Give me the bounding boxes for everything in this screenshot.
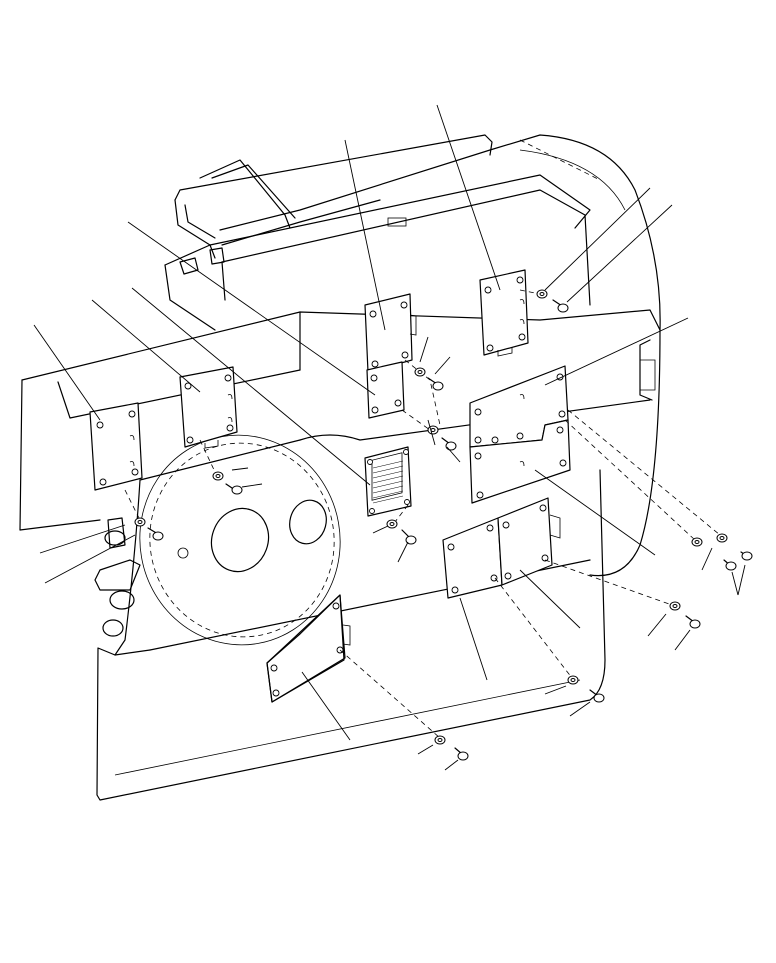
panel-right-upper — [479, 269, 529, 357]
panel-lower-mid-left — [442, 517, 503, 599]
panel-lower-mid-right — [497, 497, 561, 586]
panel-left-1 — [89, 402, 143, 491]
panel-center-upper — [364, 293, 417, 373]
upper-body — [164, 134, 661, 577]
panel-center-mid — [366, 361, 405, 419]
panel-grille — [364, 446, 412, 517]
leader-lines — [33, 104, 746, 771]
assembly-lines — [124, 289, 721, 739]
panel-right-mid-bottom — [469, 419, 571, 504]
panel-lower-left — [266, 594, 351, 703]
